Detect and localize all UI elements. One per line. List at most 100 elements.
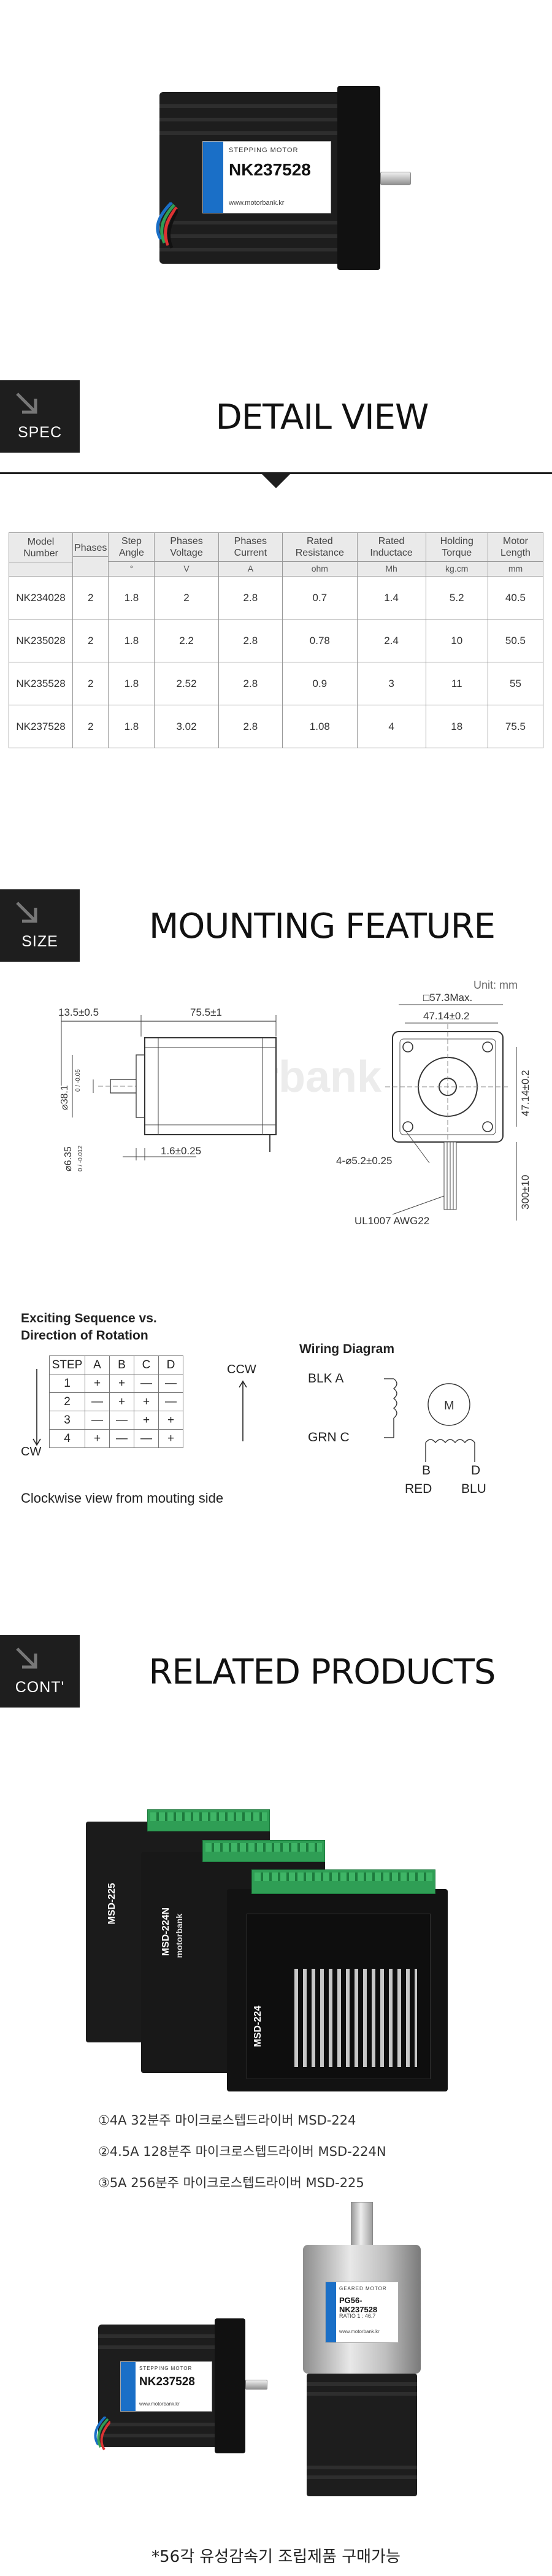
related-item-2: ②4.5A 128분주 마이크로스텝드라이버 MSD-224N (98, 2144, 386, 2159)
spec-header-unit: kg.cm (426, 561, 488, 575)
section-tag-label: SIZE (21, 933, 58, 950)
spec-cell: NK235028 (8, 619, 74, 662)
spec-cell: 2.52 (154, 662, 219, 705)
sequence-row: 3——++ (49, 1411, 183, 1430)
sequence-cell: + (134, 1411, 159, 1430)
dim-flange-offset: 13.5±0.5 (58, 1006, 99, 1018)
sequence-cell: + (109, 1392, 134, 1411)
wire-grn-c: GRN C (308, 1430, 350, 1444)
sequence-header-cell: STEP (49, 1355, 85, 1374)
section-tag-cont: CONT' (0, 1635, 80, 1708)
sequence-cell: + (134, 1392, 159, 1411)
dim-boss: 1.6±0.25 (161, 1145, 201, 1157)
section-tag-label: CONT' (15, 1679, 65, 1696)
section-title-related-products: RELATED PRODUCTS (148, 1652, 496, 1692)
dim-lead-length: 300±10 (519, 1175, 531, 1209)
sequence-cell: + (85, 1374, 110, 1393)
spec-header-unit: ohm (283, 561, 357, 575)
spec-cell: 1.8 (108, 705, 155, 748)
spec-cell: 2 (72, 662, 109, 705)
sequence-header-cell: A (85, 1355, 110, 1374)
sequence-cell: + (158, 1429, 183, 1448)
small-motor-label-type: STEPPING MOTOR (139, 2366, 193, 2371)
sequence-cell: — (85, 1392, 110, 1411)
section-tag-size: SIZE (0, 889, 80, 962)
related-item-1: ①4A 32분주 마이크로스텝드라이버 MSD-224 (98, 2113, 356, 2128)
spec-cell: 2 (72, 705, 109, 748)
dim-shaft-small-tol: 0 / -0.012 (77, 1145, 84, 1171)
spec-cell: 2 (72, 619, 109, 662)
spec-cell: 50.5 (487, 619, 544, 662)
dim-holes: 4-⌀5.2±0.25 (336, 1155, 392, 1167)
spec-cell: NK235528 (8, 662, 74, 705)
section-tag-label: SPEC (17, 424, 63, 441)
dim-shaft-dia: ⌀38.1 (59, 1085, 70, 1110)
spec-header-unit (9, 562, 73, 574)
wiring-diagram: M (384, 1378, 475, 1462)
sequence-cell: — (109, 1411, 134, 1430)
spec-cell: 4 (356, 705, 426, 748)
geared-motor-image: GEARED MOTOR PG56-NK237528 RATIO 1 : 46.… (288, 2202, 435, 2496)
wire-blk-a: BLK A (308, 1371, 344, 1386)
spec-cell: 1.8 (108, 662, 155, 705)
arrow-up-icon (239, 1380, 247, 1441)
spec-cell: 10 (425, 619, 488, 662)
sequence-cell: 4 (49, 1429, 85, 1448)
spec-cell: 3 (356, 662, 426, 705)
driver-model-2: MSD-224N (161, 1907, 171, 1957)
dim-hole-spacing-v: 47.14±0.2 (519, 1070, 531, 1116)
motor-flange (337, 86, 380, 270)
section-title-detail-view: DETAIL VIEW (215, 397, 429, 437)
sequence-cell: + (158, 1411, 183, 1430)
sequence-header-cell: B (109, 1355, 134, 1374)
related-item-3: ③5A 256분주 마이크로스텝드라이버 MSD-225 (98, 2175, 364, 2190)
sequence-row: 2—++— (49, 1392, 183, 1411)
section-divider-notch (261, 473, 291, 488)
spec-cell: 0.7 (282, 576, 358, 619)
unit-note: Unit: mm (473, 979, 518, 991)
arrow-down-icon (33, 1369, 41, 1446)
motor-shaft (380, 172, 411, 185)
wire-red: RED (405, 1482, 432, 1496)
spec-cell: 11 (425, 662, 488, 705)
spec-cell: 3.02 (154, 705, 219, 748)
sequence-cell: 1 (49, 1374, 85, 1393)
sequence-cell: + (109, 1374, 134, 1393)
spec-cell: 18 (425, 705, 488, 748)
ccw-label: CCW (227, 1363, 256, 1376)
driver-model-3: MSD-224 (253, 2006, 263, 2047)
gear-label-model: PG56-NK237528 (339, 2296, 378, 2314)
arrow-down-right-icon (16, 1647, 37, 1669)
spec-cell: 2.2 (154, 619, 219, 662)
spec-cell: 1.08 (282, 705, 358, 748)
gear-label-type: GEARED MOTOR (339, 2286, 387, 2291)
driver-model-1: MSD-225 (107, 1883, 117, 1925)
motor-label-website: www.motorbank.kr (229, 199, 285, 207)
spec-cell: 1.4 (356, 576, 426, 619)
spec-cell: NK237528 (8, 705, 74, 748)
driver-brand: motorbank (174, 1914, 184, 1958)
spec-cell: 5.2 (425, 576, 488, 619)
dim-shaft-dia-tol: 0 / -0.05 (75, 1069, 82, 1092)
small-motor-label-model: NK237528 (139, 2375, 195, 2388)
spec-cell: 2.4 (356, 619, 426, 662)
dim-shaft-small: ⌀6.35 (63, 1146, 74, 1171)
sequence-cell: — (85, 1411, 110, 1430)
section-tag-spec: SPEC (0, 380, 80, 453)
spec-header-unit: Mh (357, 561, 426, 575)
cw-label: CW (21, 1445, 42, 1459)
spec-cell: 0.9 (282, 662, 358, 705)
spec-cell: 0.78 (282, 619, 358, 662)
small-motor-label-website: www.motorbank.kr (139, 2401, 180, 2407)
sequence-cell: — (134, 1374, 159, 1393)
sequence-cell: — (134, 1429, 159, 1448)
spec-header-unit (73, 556, 109, 569)
sequence-row: 1++—— (49, 1374, 183, 1393)
